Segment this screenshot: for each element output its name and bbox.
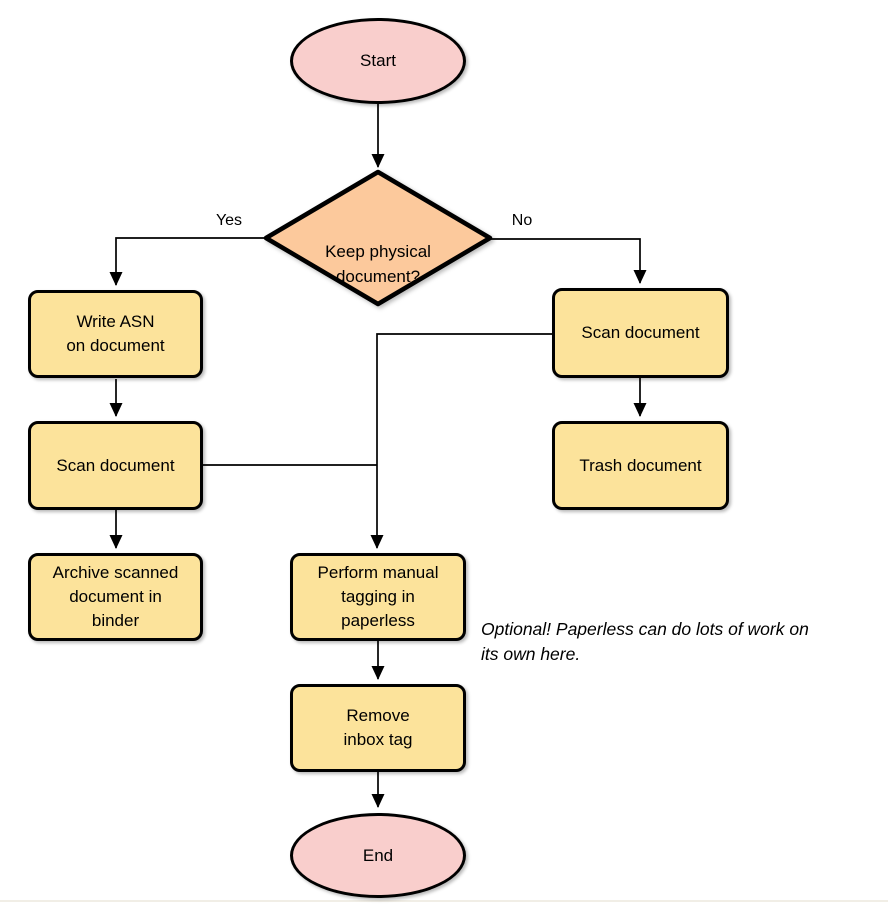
optional-note: Optional! Paperless can do lots of work …: [481, 619, 809, 664]
node-remove-inbox-tag: Remove inbox tag: [290, 684, 466, 772]
edge-decision-yes-to-write-asn: [109, 237, 266, 286]
node-trash-label: Trash document: [579, 455, 702, 475]
node-write-asn-label: Write ASN on document: [66, 312, 165, 355]
node-remove-inbox-label: Remove inbox tag: [343, 706, 413, 749]
node-archive-label: Archive scanned document in binder: [52, 563, 179, 630]
node-scan-document-left: Scan document: [28, 421, 203, 510]
node-start: Start: [290, 18, 466, 104]
node-scan-right-label: Scan document: [581, 323, 700, 342]
node-manual-tagging: Perform manual tagging in paperless: [290, 553, 466, 641]
node-scan-document-right: Scan document: [552, 288, 729, 378]
node-end-label: End: [362, 845, 394, 865]
node-archive-binder: Archive scanned document in binder: [28, 553, 203, 641]
decision-diamond-shape: [263, 169, 493, 307]
bottom-divider: [0, 900, 888, 902]
node-trash-document: Trash document: [552, 421, 729, 510]
edge-label-no: No: [511, 212, 533, 229]
node-decision-label: Keep physical document?: [325, 242, 431, 286]
node-tagging-label: Perform manual tagging in paperless: [317, 563, 439, 630]
node-write-asn: Write ASN on document: [28, 290, 203, 378]
node-scan-left-label: Scan document: [56, 455, 175, 475]
edge-label-yes: Yes: [215, 212, 243, 229]
edge-decision-no-to-scan-right: [490, 238, 647, 284]
edge-scan-right-to-tagging: [370, 333, 552, 549]
node-start-label: Start: [360, 51, 396, 70]
node-end: End: [290, 813, 466, 898]
